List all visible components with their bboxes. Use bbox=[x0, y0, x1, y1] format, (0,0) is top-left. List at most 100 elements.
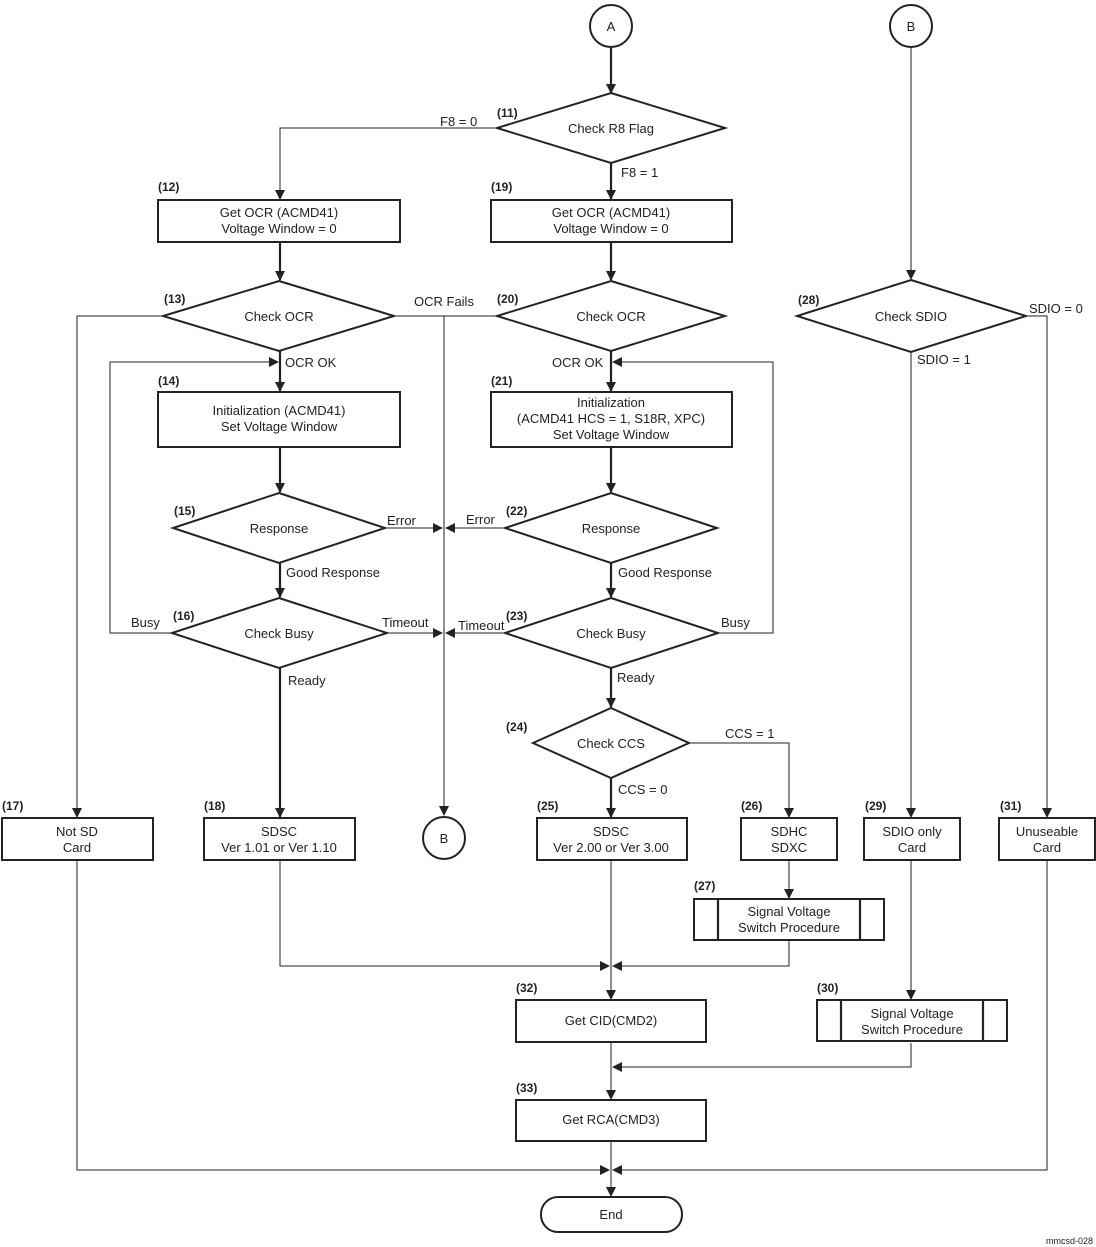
node-25: (25) SDSC Ver 2.00 or Ver 3.00 bbox=[536, 799, 688, 861]
node-17-number: (17) bbox=[2, 799, 23, 813]
node-19-number: (19) bbox=[491, 180, 512, 194]
node-33-label: Get RCA(CMD3) bbox=[562, 1112, 660, 1127]
node-15-label: Response bbox=[250, 521, 309, 536]
edge-label-timeout-right: Timeout bbox=[458, 618, 505, 633]
node-25-line-2: Ver 2.00 or Ver 3.00 bbox=[553, 840, 669, 855]
node-17: (17) Not SD Card bbox=[1, 799, 154, 861]
connector-b-mid-label: B bbox=[440, 831, 449, 846]
node-14-number: (14) bbox=[158, 374, 179, 388]
node-24-label: Check CCS bbox=[577, 736, 645, 751]
connector-a-label: A bbox=[607, 19, 616, 34]
node-15-number: (15) bbox=[174, 504, 195, 518]
node-21-line-1: Initialization bbox=[577, 395, 645, 410]
node-24: (24) Check CCS bbox=[506, 706, 692, 780]
node-27-number: (27) bbox=[694, 879, 715, 893]
connector-b-top: B bbox=[889, 4, 933, 48]
node-33-number: (33) bbox=[516, 1081, 537, 1095]
node-23-label: Check Busy bbox=[576, 626, 646, 641]
node-28: (28) Check SDIO bbox=[793, 278, 1030, 354]
connector-b-mid: B bbox=[422, 816, 466, 860]
node-11: (11) Check R8 Flag bbox=[493, 91, 729, 165]
node-19-line-2: Voltage Window = 0 bbox=[553, 221, 668, 236]
node-22-number: (22) bbox=[506, 504, 527, 518]
edge-label-error-right: Error bbox=[466, 512, 496, 527]
edge-label-ready-left: Ready bbox=[288, 673, 326, 688]
node-26: (26) SDHC SDXC bbox=[740, 799, 838, 861]
node-12-line-2: Voltage Window = 0 bbox=[221, 221, 336, 236]
node-22: (22) Response bbox=[501, 491, 721, 565]
node-27-line-1: Signal Voltage bbox=[747, 904, 830, 919]
node-28-number: (28) bbox=[798, 293, 819, 307]
edge-label-error-left: Error bbox=[387, 513, 417, 528]
edge-label-sdio-1: SDIO = 1 bbox=[917, 352, 971, 367]
node-29-number: (29) bbox=[865, 799, 886, 813]
node-17-line-1: Not SD bbox=[56, 824, 98, 839]
node-31-line-1: Unuseable bbox=[1016, 824, 1078, 839]
node-end: End bbox=[540, 1196, 683, 1233]
node-28-label: Check SDIO bbox=[875, 309, 947, 324]
edge-label-sdio-0: SDIO = 0 bbox=[1029, 301, 1083, 316]
node-23: (23) Check Busy bbox=[501, 596, 722, 670]
edge-label-timeout-left: Timeout bbox=[382, 615, 429, 630]
node-14-line-2: Set Voltage Window bbox=[221, 419, 338, 434]
edge-label-good-right: Good Response bbox=[618, 565, 712, 580]
node-25-number: (25) bbox=[537, 799, 558, 813]
node-20-label: Check OCR bbox=[576, 309, 645, 324]
node-32-number: (32) bbox=[516, 981, 537, 995]
node-16: (16) Check Busy bbox=[168, 596, 391, 670]
node-33: (33) Get RCA(CMD3) bbox=[515, 1081, 707, 1142]
node-25-line-1: SDSC bbox=[593, 824, 629, 839]
edge-labels: F8 = 0 F8 = 1 OCR Fails OCR OK OCR OK Er… bbox=[131, 114, 1083, 797]
node-18: (18) SDSC Ver 1.01 or Ver 1.10 bbox=[203, 799, 356, 861]
node-11-number: (11) bbox=[497, 106, 518, 120]
node-14-line-1: Initialization (ACMD41) bbox=[213, 403, 346, 418]
node-29-line-1: SDIO only bbox=[882, 824, 942, 839]
connector-a: A bbox=[589, 4, 633, 48]
node-30-line-2: Switch Procedure bbox=[861, 1022, 963, 1037]
node-24-number: (24) bbox=[506, 720, 527, 734]
edge-label-ccs-0: CCS = 0 bbox=[618, 782, 668, 797]
node-18-number: (18) bbox=[204, 799, 225, 813]
node-27: (27) Signal Voltage Switch Procedure bbox=[693, 879, 885, 941]
node-26-line-2: SDXC bbox=[771, 840, 807, 855]
node-12-line-1: Get OCR (ACMD41) bbox=[220, 205, 338, 220]
node-27-line-2: Switch Procedure bbox=[738, 920, 840, 935]
node-29: (29) SDIO only Card bbox=[863, 799, 961, 861]
node-14: (14) Initialization (ACMD41) Set Voltage… bbox=[157, 374, 401, 448]
node-22-label: Response bbox=[582, 521, 641, 536]
edge-label-ready-right: Ready bbox=[617, 670, 655, 685]
node-13-number: (13) bbox=[164, 292, 185, 306]
node-19: (19) Get OCR (ACMD41) Voltage Window = 0 bbox=[490, 180, 733, 243]
edge-label-ocr-ok-left: OCR OK bbox=[285, 355, 337, 370]
edge-label-ocr-ok-right: OCR OK bbox=[552, 355, 604, 370]
node-30: (30) Signal Voltage Switch Procedure bbox=[816, 981, 1008, 1042]
node-21-line-3: Set Voltage Window bbox=[553, 427, 670, 442]
connector-lines bbox=[72, 47, 1052, 1197]
node-31-number: (31) bbox=[1000, 799, 1021, 813]
figure-reference: mmcsd-028 bbox=[1046, 1236, 1093, 1246]
node-end-label: End bbox=[599, 1207, 622, 1222]
node-13: (13) Check OCR bbox=[159, 279, 398, 353]
node-32-label: Get CID(CMD2) bbox=[565, 1013, 657, 1028]
node-19-line-1: Get OCR (ACMD41) bbox=[552, 205, 670, 220]
node-26-number: (26) bbox=[741, 799, 762, 813]
node-18-line-2: Ver 1.01 or Ver 1.10 bbox=[221, 840, 337, 855]
node-11-label: Check R8 Flag bbox=[568, 121, 654, 136]
node-31: (31) Unuseable Card bbox=[998, 799, 1096, 861]
node-23-number: (23) bbox=[506, 609, 527, 623]
edge-label-busy-right: Busy bbox=[721, 615, 750, 630]
node-16-number: (16) bbox=[173, 609, 194, 623]
edge-label-good-left: Good Response bbox=[286, 565, 380, 580]
node-32: (32) Get CID(CMD2) bbox=[515, 981, 707, 1043]
node-21-number: (21) bbox=[491, 374, 512, 388]
node-30-number: (30) bbox=[817, 981, 838, 995]
node-16-label: Check Busy bbox=[244, 626, 314, 641]
node-26-line-1: SDHC bbox=[771, 824, 808, 839]
node-20-number: (20) bbox=[497, 292, 518, 306]
edge-label-ocr-fails: OCR Fails bbox=[414, 294, 474, 309]
edge-label-ccs-1: CCS = 1 bbox=[725, 726, 775, 741]
node-15: (15) Response bbox=[169, 491, 389, 565]
node-29-line-2: Card bbox=[898, 840, 926, 855]
node-31-line-2: Card bbox=[1033, 840, 1061, 855]
